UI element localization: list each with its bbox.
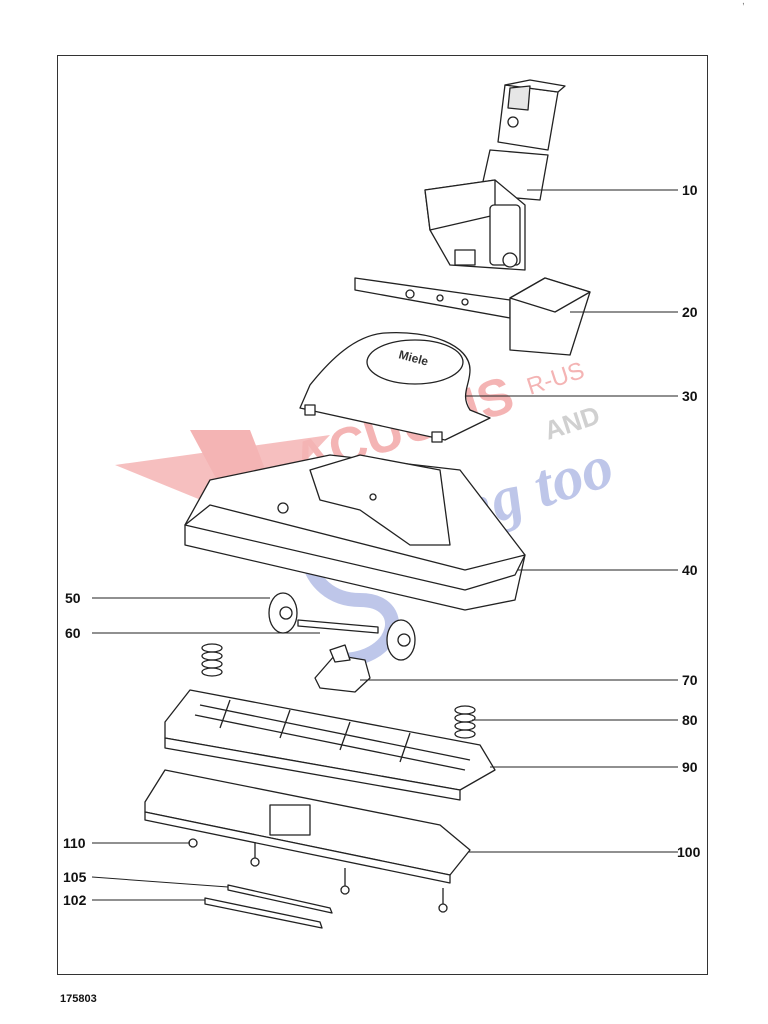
callout-105: 105 <box>63 869 87 885</box>
part-102-strip <box>204 897 323 929</box>
part-110-screw <box>188 838 448 913</box>
callout-60: 60 <box>65 625 81 641</box>
corner-mark: , <box>742 0 745 7</box>
callout-30: 30 <box>682 388 698 404</box>
callout-110: 110 <box>63 835 86 851</box>
callout-90: 90 <box>682 759 698 775</box>
callout-10: 10 <box>682 182 698 198</box>
part-50-wheel <box>268 592 298 634</box>
callout-80: 80 <box>682 712 698 728</box>
part-70-clip <box>314 644 371 693</box>
part-50-wheel-right <box>386 619 416 661</box>
callout-20: 20 <box>682 304 698 320</box>
callout-50: 50 <box>65 590 81 606</box>
part-105-strip <box>227 884 333 914</box>
part-10-swivel-neck <box>424 79 566 271</box>
callout-102: 102 <box>63 892 87 908</box>
callout-40: 40 <box>682 562 698 578</box>
callout-70: 70 <box>682 672 698 688</box>
part-80-spring-left <box>201 643 223 677</box>
part-20-hinge-link <box>354 277 591 356</box>
diagram-frame <box>57 55 708 975</box>
document-number: 175803 <box>60 993 97 1005</box>
part-100-base-plate <box>144 769 471 884</box>
part-90-sole-plate <box>164 689 496 801</box>
part-80-spring-right <box>454 705 476 739</box>
part-40-main-housing <box>184 454 526 611</box>
part-30-top-cover: Miele <box>299 331 491 443</box>
part-60-axle <box>297 619 379 634</box>
callout-100: 100 <box>677 844 701 860</box>
watermark-word-rus: R-US <box>524 357 588 401</box>
leader-lines <box>91 189 678 901</box>
